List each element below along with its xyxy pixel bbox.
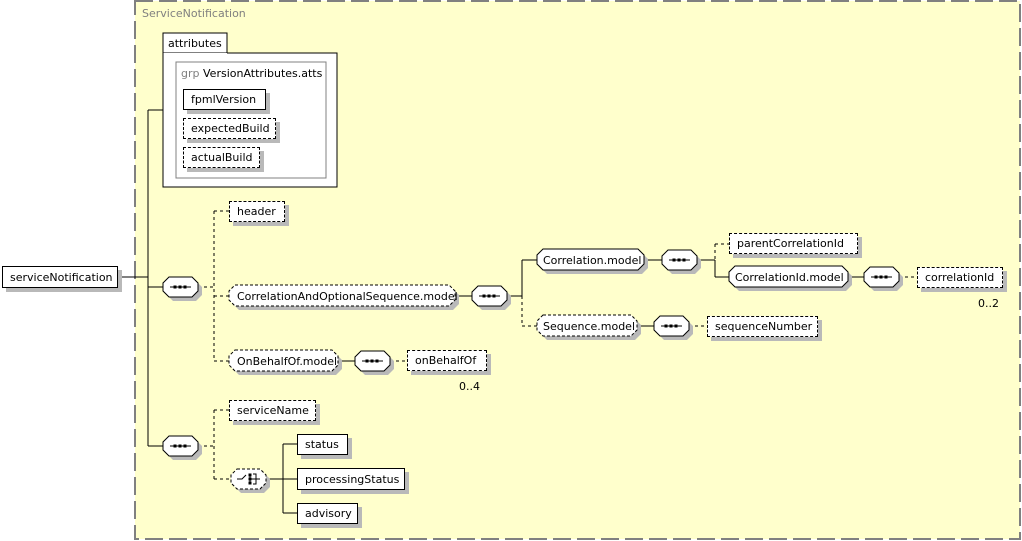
sequence-compositor-2-dot	[178, 444, 182, 448]
sequence-compositor-correlation-and-optional-dot	[482, 294, 486, 298]
sequence-compositor-correlation-dot	[677, 258, 681, 262]
element-correlationId[interactable]: correlationId	[917, 267, 1003, 288]
group-CorrelationId-model-label: CorrelationId.model	[735, 271, 844, 284]
sequence-compositor-onbehalfof-dot	[370, 359, 374, 363]
sequence-compositor-1-dot	[173, 285, 177, 289]
sequence-compositor-onbehalfof-dot	[375, 359, 379, 363]
group-OnBehalfOf-model-label: OnBehalfOf.model	[237, 355, 338, 368]
element-label: serviceName	[237, 404, 309, 417]
sequence-compositor-correlation-and-optional-dot	[487, 294, 491, 298]
element-label: onBehalfOf	[415, 354, 477, 367]
connectors	[118, 109, 917, 514]
element-advisory[interactable]: advisory	[297, 503, 358, 524]
element-label: header	[237, 205, 276, 218]
attribute-label: expectedBuild	[191, 122, 270, 135]
choice-compositor-dot	[248, 481, 252, 485]
element-label: status	[305, 438, 339, 451]
attribute-group-label: grp VersionAttributes.atts	[181, 67, 322, 80]
sequence-compositor-correlationid-dot	[874, 275, 878, 279]
element-serviceName[interactable]: serviceName	[229, 400, 316, 421]
sequence-compositor-2-dot	[183, 444, 187, 448]
group-CorrelationAndOptionalSequence-model-label: CorrelationAndOptionalSequence.model	[237, 290, 458, 303]
element-label: sequenceNumber	[715, 320, 813, 333]
group-Sequence-model-label: Sequence.model	[543, 320, 636, 333]
root-element-serviceNotification[interactable]: serviceNotification	[2, 266, 118, 288]
element-header[interactable]: header	[229, 201, 285, 222]
sequence-compositor-onbehalfof-dot	[365, 359, 369, 363]
choice-compositor-dot	[248, 473, 252, 477]
sequence-compositor-sequence-dot	[674, 324, 678, 328]
element-label: serviceNotification	[10, 270, 113, 284]
group-Correlation-model-label: Correlation.model	[543, 254, 642, 267]
group-Sequence-model[interactable]	[536, 314, 638, 337]
element-onBehalfOf[interactable]: onBehalfOf	[407, 350, 487, 371]
sequence-compositor-2-dot	[173, 444, 177, 448]
sequence-compositor-correlation-dot	[682, 258, 686, 262]
type-name-label: ServiceNotification	[142, 7, 246, 20]
occurrence-correlationId: 0..2	[978, 297, 999, 310]
attribute-actualBuild[interactable]: actualBuild	[183, 147, 260, 168]
sequence-compositor-correlation-dot	[672, 258, 676, 262]
element-status[interactable]: status	[297, 434, 348, 455]
group-prefix: grp	[181, 67, 200, 80]
attribute-label: actualBuild	[191, 151, 253, 164]
choice-compositor-dot	[248, 477, 252, 481]
element-label: advisory	[305, 507, 352, 520]
element-label: correlationId	[925, 271, 995, 284]
group-name: VersionAttributes.atts	[203, 67, 323, 80]
attribute-fpmlVersion[interactable]: fpmlVersion	[183, 89, 266, 110]
element-parentCorrelationId[interactable]: parentCorrelationId	[729, 233, 858, 254]
sequence-compositor-correlationid-dot	[879, 275, 883, 279]
sequence-compositor-1-dot	[178, 285, 182, 289]
occurrence-onBehalfOf: 0..4	[459, 380, 480, 393]
sequence-compositor-sequence-dot	[664, 324, 668, 328]
group-CorrelationAndOptionalSequence-model[interactable]	[228, 284, 456, 307]
sequence-compositor-1-dot	[183, 285, 187, 289]
element-processingStatus[interactable]: processingStatus	[297, 468, 405, 490]
sequence-compositor-correlation-and-optional-dot	[492, 294, 496, 298]
element-label: processingStatus	[305, 472, 400, 486]
type-container-border	[134, 0, 1021, 540]
sequence-compositor-sequence-dot	[669, 324, 673, 328]
element-sequenceNumber[interactable]: sequenceNumber	[707, 316, 818, 337]
group-OnBehalfOf-model[interactable]	[228, 349, 339, 372]
attribute-expectedBuild[interactable]: expectedBuild	[183, 118, 276, 139]
group-CorrelationId-model[interactable]	[728, 265, 849, 288]
element-label: parentCorrelationId	[737, 237, 844, 250]
attributes-tab-label: attributes	[168, 37, 222, 50]
attribute-label: fpmlVersion	[191, 93, 257, 106]
group-Correlation-model[interactable]	[536, 248, 645, 271]
sequence-compositor-correlationid-dot	[884, 275, 888, 279]
